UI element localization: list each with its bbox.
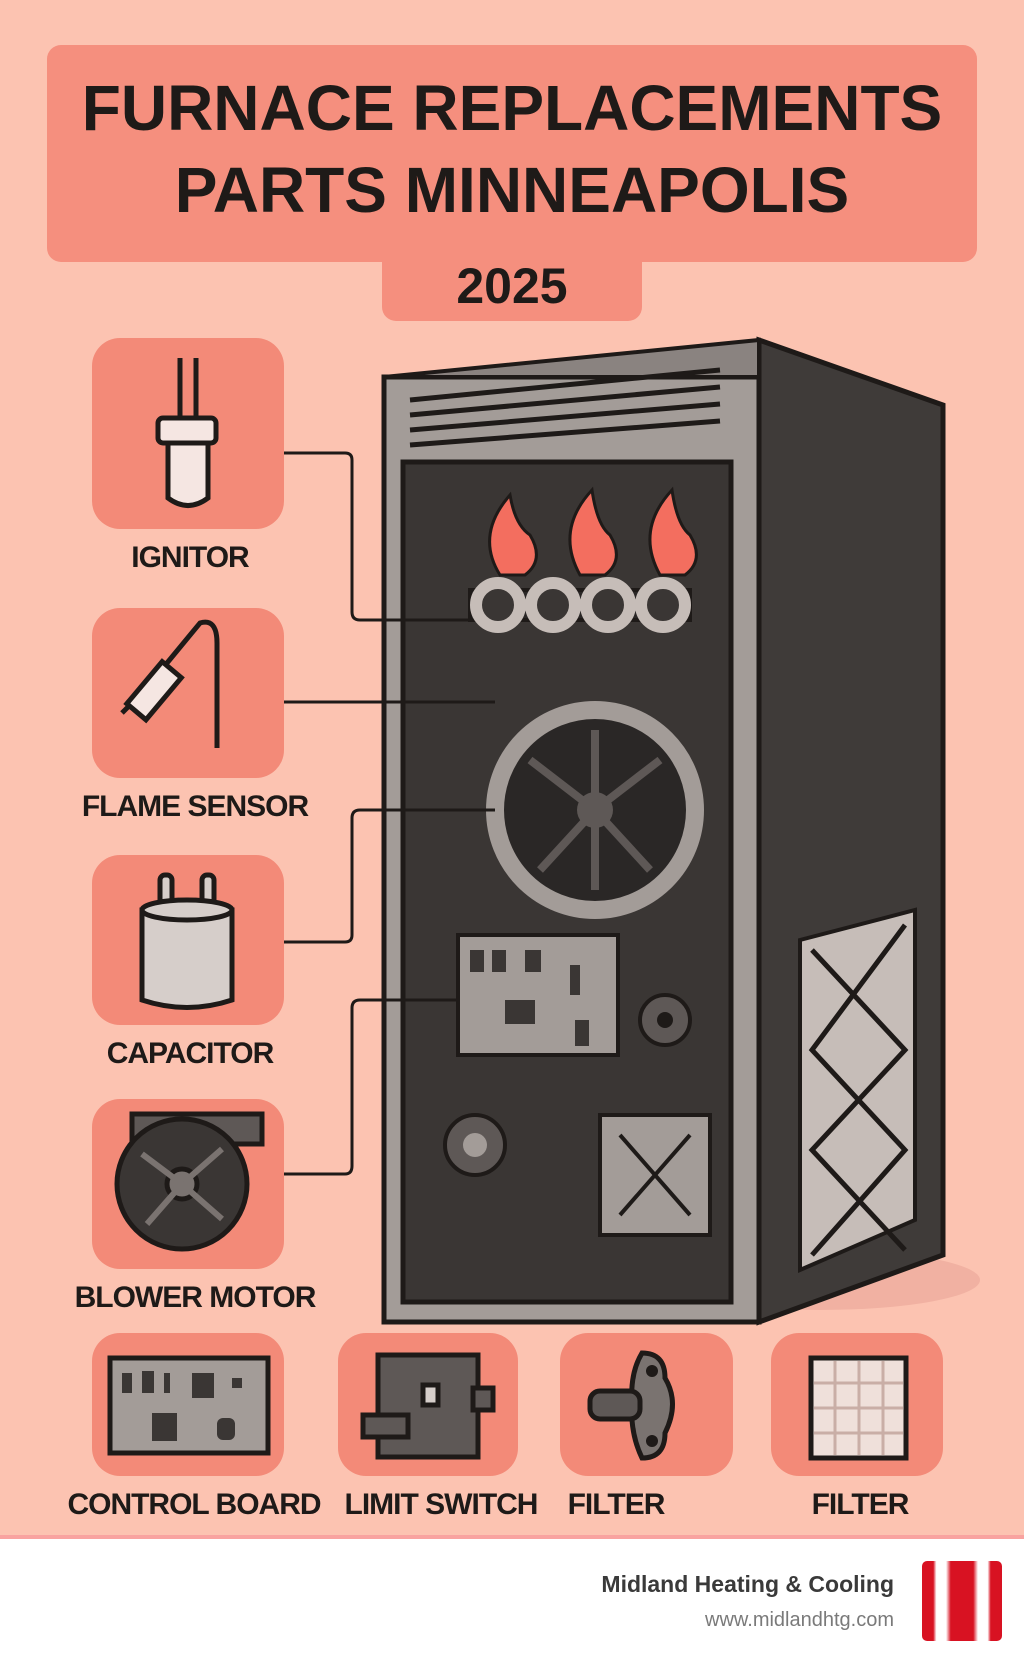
title-banner (47, 45, 977, 262)
brand-logo (922, 1561, 1002, 1641)
website-link[interactable]: www.midlandhtg.com (705, 1609, 894, 1631)
title-line-1: FURNACE REPLACEMENTS (81, 72, 943, 144)
part-label: BLOWER MOTOR (74, 1281, 317, 1314)
blower-motor-card (92, 1099, 284, 1269)
filter-valve-icon (587, 1350, 675, 1461)
footer (0, 1535, 1024, 1666)
filter-valve-card (560, 1333, 733, 1476)
part-label: CONTROL BOARD (67, 1488, 321, 1521)
blower-motor-icon (114, 1111, 265, 1252)
part-label: CAPACITOR (106, 1037, 275, 1070)
part-label: LIMIT SWITCH (344, 1488, 539, 1521)
limit-switch-icon (360, 1352, 496, 1460)
capacitor-card (92, 855, 284, 1025)
ignitor-icon (155, 358, 219, 508)
control-board-icon (107, 1355, 271, 1456)
control-board-card (92, 1333, 284, 1476)
part-label: FILTER (811, 1488, 910, 1521)
brand-name: Midland Heating & Cooling (601, 1571, 894, 1597)
limit-switch-card (338, 1333, 518, 1476)
flame-sensor-icon (120, 619, 220, 748)
filter-card (771, 1333, 943, 1476)
furnace-illustration (243, 336, 980, 1326)
capacitor-icon (139, 872, 235, 1010)
part-label: IGNITOR (131, 541, 249, 574)
flame-sensor-card (92, 608, 284, 778)
title-line-2: PARTS MINNEAPOLIS (174, 154, 850, 226)
ignitor-card (92, 338, 284, 529)
year-banner (382, 250, 642, 321)
part-label: FLAME SENSOR (81, 790, 309, 823)
part-label: FILTER (567, 1488, 666, 1521)
filter-icon (808, 1355, 909, 1461)
year-label: 2025 (456, 258, 568, 314)
